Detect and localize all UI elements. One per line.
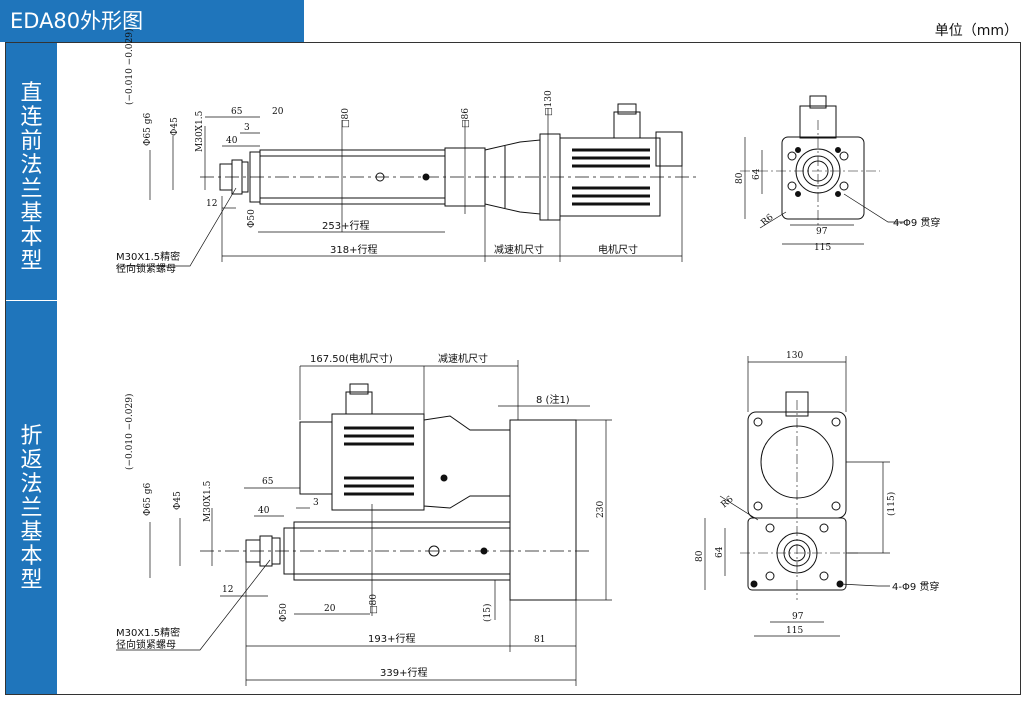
dim-65: 65 — [231, 107, 243, 117]
dim-3: 3 — [313, 498, 319, 508]
end-97: 97 — [816, 227, 828, 237]
dim-193: 193+行程 — [368, 632, 415, 645]
end-80: 80 — [735, 172, 745, 184]
dim-reducer: 减速机尺寸 — [438, 352, 488, 365]
dim-20: 20 — [272, 107, 284, 117]
dim-d65: Φ65 g6 — [143, 113, 153, 146]
nut-note-line2: 径向锁紧螺母 — [116, 262, 176, 275]
top-actuator-drawing — [116, 103, 700, 267]
page-title: EDA80外形图 — [0, 0, 304, 42]
side-label-direct: 直连前法兰基本型 — [20, 81, 43, 274]
end-64: 64 — [752, 168, 762, 180]
end-130: 130 — [786, 351, 803, 361]
nut-note-line2: 径向锁紧螺母 — [116, 638, 176, 651]
dim-15: (15) — [482, 604, 493, 622]
dim-339: 339+行程 — [380, 666, 427, 679]
dim-m30: M30X1.5 — [195, 110, 205, 152]
bottom-dimension-labels: 167.50(电机尺寸) 减速机尺寸 8 (注1) 230 (−0.010 −0… — [116, 351, 939, 679]
end-r6: R6 — [760, 212, 776, 228]
top-dimension-labels: (−0.010 −0.029) Φ65 g6 Φ45 M30X1.5 65 20… — [116, 29, 940, 276]
bottom-actuator-drawing — [116, 360, 612, 686]
end-115p: (115) — [886, 492, 897, 516]
end-holes: 4-Φ9 贯穿 — [892, 580, 939, 593]
dim-reducer: 减速机尺寸 — [494, 243, 544, 256]
dim-d65: Φ65 g6 — [143, 483, 153, 516]
dim-d45: Φ45 — [173, 491, 183, 510]
dim-sq86: □86 — [461, 108, 471, 128]
dim-motor: 电机尺寸 — [598, 243, 638, 256]
dim-253: 253+行程 — [322, 219, 369, 232]
end-115: 115 — [814, 243, 831, 253]
end-97: 97 — [792, 612, 804, 622]
nut-note-line1: M30X1.5精密 — [116, 626, 180, 639]
dim-3: 3 — [244, 123, 250, 133]
dim-sq130: □130 — [544, 90, 554, 116]
dim-m30: M30X1.5 — [203, 480, 213, 522]
dim-note1: 8 (注1) — [536, 393, 570, 406]
side-divider — [6, 300, 57, 301]
dim-40: 40 — [226, 136, 238, 146]
top-end-view-drawing — [740, 95, 905, 245]
dim-d45: Φ45 — [170, 117, 180, 136]
nut-note-line1: M30X1.5精密 — [116, 250, 180, 263]
dim-tol: (−0.010 −0.029) — [124, 394, 135, 471]
dim-230: 230 — [596, 501, 606, 518]
dim-tol: (−0.010 −0.029) — [124, 29, 135, 106]
dim-motor-len: 167.50(电机尺寸) — [310, 352, 393, 365]
dim-20: 20 — [324, 604, 336, 614]
end-r6: R6 — [720, 494, 736, 510]
dim-65: 65 — [262, 477, 274, 487]
dim-318: 318+行程 — [330, 243, 377, 256]
drawing-frame — [5, 42, 1021, 695]
end-80: 80 — [695, 550, 705, 562]
end-64: 64 — [715, 546, 725, 558]
dim-40: 40 — [258, 506, 270, 516]
dim-81: 81 — [534, 635, 545, 645]
dim-sq80: □80 — [369, 594, 379, 614]
side-label-folded: 折返法兰基本型 — [20, 424, 43, 593]
bottom-end-view-drawing — [704, 356, 890, 637]
side-bar — [6, 43, 57, 694]
dim-12: 12 — [222, 585, 233, 595]
unit-label: 单位（mm） — [934, 23, 1018, 39]
dim-d50: Φ50 — [279, 603, 289, 622]
end-115: 115 — [786, 626, 803, 636]
dim-d50: Φ50 — [247, 209, 257, 228]
end-holes: 4-Φ9 贯穿 — [893, 216, 940, 229]
dim-12: 12 — [206, 199, 217, 209]
dim-sq80: □80 — [341, 108, 351, 128]
